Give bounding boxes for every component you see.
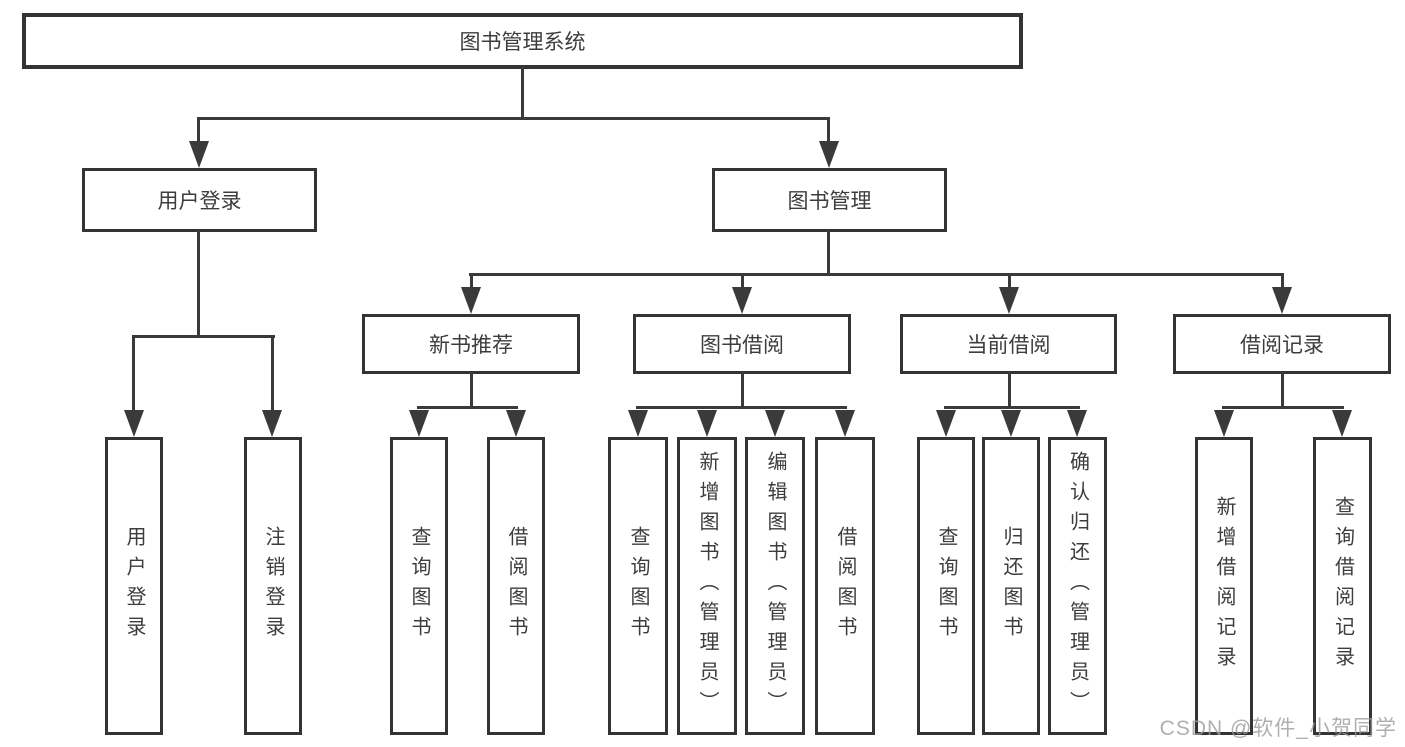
connector-line: [827, 117, 830, 145]
node-new-book-recommendation: 新书推荐: [362, 314, 580, 374]
leaf-add-borrow-record: 新增借阅记录: [1195, 437, 1253, 735]
connector-line: [271, 335, 274, 413]
connector-line: [636, 406, 847, 409]
node-label: 用户登录: [123, 526, 145, 646]
leaf-query-book: 查询图书: [390, 437, 448, 735]
connector-line: [469, 273, 1283, 276]
node-label: 注销登录: [262, 526, 284, 646]
arrow-down-icon: [819, 141, 839, 168]
node-library-management-system: 图书管理系统: [22, 13, 1023, 69]
leaf-confirm-return-admin: 确认归还（管理员）: [1048, 437, 1107, 735]
arrow-down-icon: [1272, 287, 1292, 314]
arrow-down-icon: [461, 287, 481, 314]
node-current-borrowing: 当前借阅: [900, 314, 1117, 374]
leaf-borrow-book: 借阅图书: [487, 437, 545, 735]
connector-line: [741, 372, 744, 408]
arrow-down-icon: [628, 410, 648, 437]
connector-line: [197, 117, 200, 145]
node-borrowing-records: 借阅记录: [1173, 314, 1391, 374]
connector-line: [944, 406, 1080, 409]
node-label: 归还图书: [1000, 526, 1022, 646]
node-label: 借阅图书: [505, 526, 527, 646]
leaf-user-login: 用户登录: [105, 437, 163, 735]
connector-line: [197, 230, 200, 337]
leaf-edit-book-admin: 编辑图书（管理员）: [745, 437, 805, 735]
connector-line: [132, 335, 135, 413]
node-label: 编辑图书（管理员）: [764, 451, 786, 721]
connector-line: [1008, 372, 1011, 408]
arrow-down-icon: [189, 141, 209, 168]
leaf-query-borrow-record: 查询借阅记录: [1313, 437, 1372, 735]
node-label: 查询借阅记录: [1331, 496, 1354, 676]
connector-line: [1281, 372, 1284, 408]
connector-line: [1008, 273, 1011, 289]
connector-line: [1222, 406, 1344, 409]
arrow-down-icon: [1001, 410, 1021, 437]
node-label: 新增借阅记录: [1213, 496, 1235, 676]
node-label: 图书借阅: [700, 334, 784, 357]
node-label: 图书管理: [787, 190, 872, 213]
node-label: 查询图书: [935, 526, 957, 646]
connector-line: [470, 372, 473, 408]
node-label: 新书推荐: [429, 334, 513, 357]
leaf-return-book: 归还图书: [982, 437, 1040, 735]
connector-line: [132, 335, 275, 338]
node-book-management: 图书管理: [712, 168, 947, 232]
leaf-query-book: 查询图书: [917, 437, 975, 735]
connector-line: [741, 273, 744, 289]
node-user-login: 用户登录: [82, 168, 317, 232]
connector-line: [521, 66, 524, 117]
leaf-logout: 注销登录: [244, 437, 302, 735]
node-label: 新增图书（管理员）: [696, 451, 718, 721]
arrow-down-icon: [936, 410, 956, 437]
arrow-down-icon: [765, 410, 785, 437]
node-book-borrowing: 图书借阅: [633, 314, 851, 374]
connector-line: [470, 273, 473, 289]
arrow-down-icon: [1332, 410, 1352, 437]
leaf-borrow-book: 借阅图书: [815, 437, 875, 735]
arrow-down-icon: [124, 410, 144, 437]
arrow-down-icon: [1067, 410, 1087, 437]
node-label: 查询图书: [627, 526, 649, 646]
node-label: 用户登录: [157, 190, 242, 213]
csdn-watermark: CSDN @软件_小贺同学: [1159, 717, 1397, 740]
connector-line: [417, 406, 518, 409]
node-label: 图书管理系统: [459, 31, 586, 54]
arrow-down-icon: [697, 410, 717, 437]
arrow-down-icon: [409, 410, 429, 437]
connector-line: [197, 117, 830, 120]
leaf-add-book-admin: 新增图书（管理员）: [677, 437, 737, 735]
connector-line: [1281, 273, 1284, 289]
connector-line: [827, 230, 830, 276]
node-label: 当前借阅: [966, 334, 1051, 357]
node-label: 查询图书: [408, 526, 430, 646]
arrow-down-icon: [835, 410, 855, 437]
arrow-down-icon: [732, 287, 752, 314]
arrow-down-icon: [999, 287, 1019, 314]
arrow-down-icon: [262, 410, 282, 437]
leaf-query-book: 查询图书: [608, 437, 668, 735]
node-label: 借阅图书: [834, 526, 856, 646]
arrow-down-icon: [506, 410, 526, 437]
arrow-down-icon: [1214, 410, 1234, 437]
node-label: 确认归还（管理员）: [1066, 451, 1089, 721]
node-label: 借阅记录: [1240, 334, 1324, 357]
